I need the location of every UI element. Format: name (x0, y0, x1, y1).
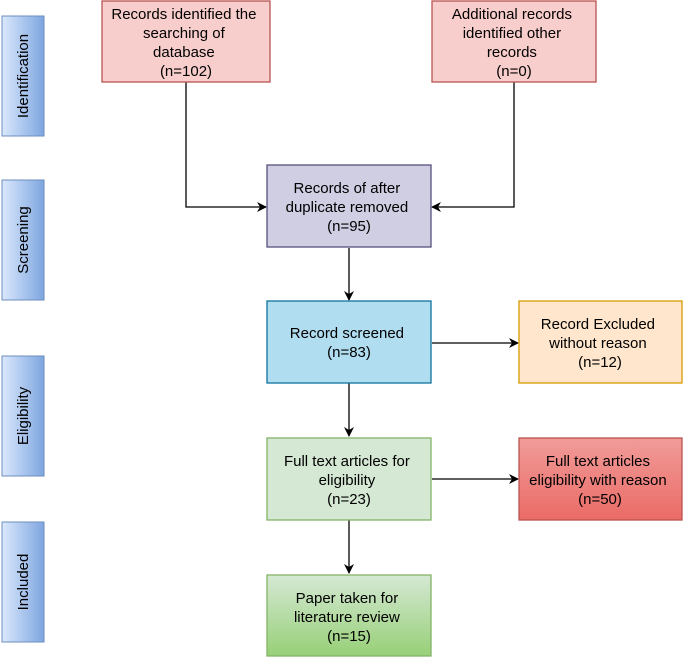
svg-text:Additional records ident: Additional records identified other reco… (452, 6, 576, 80)
svg-text:Full text articles for e: Full text articles for eligibility (n=23… (284, 453, 414, 508)
box-frame (518, 437, 683, 521)
box-records-other: Additional records identified other reco… (431, 0, 597, 83)
box-frame (266, 437, 432, 521)
connectors (185, 82, 519, 574)
box-full-text-excluded: Full text articles eligibility with reas… (518, 437, 683, 521)
box-line: literature review (294, 609, 400, 626)
stage-bar (1, 179, 45, 301)
stage-bar (1, 355, 45, 477)
box-frame (266, 574, 432, 657)
box-frame (266, 300, 432, 384)
box-line: records (487, 44, 537, 61)
box-screened: Record screened (n=83) (266, 300, 432, 384)
box-line: searching of (143, 25, 226, 42)
box-line: Additional records (452, 6, 572, 23)
box-line: Full text articles (546, 453, 650, 470)
arrow-database-to-duplicates (185, 82, 267, 212)
stage-identification: Identification (1, 15, 45, 137)
box-line: Full text articles for (284, 453, 410, 470)
box-excluded: Record Excluded without reason (n=12) (518, 300, 683, 384)
box-line: Record Excluded (541, 316, 655, 333)
stage-label-included: Included (15, 554, 32, 611)
stage-label-screening: Screening (15, 206, 32, 274)
svg-text:Record Excluded without: Record Excluded without reason (n=12) (541, 316, 659, 371)
box-line: Records identified the (111, 6, 256, 23)
box-records-database: Records identified the searching of data… (101, 0, 271, 83)
box-line: (n=23) (327, 491, 371, 508)
stage-label-eligibility: Eligibility (15, 386, 32, 445)
box-line: (n=102) (160, 63, 212, 80)
box-line: identified other (463, 25, 561, 42)
box-included: Paper taken for literature review (n=15) (266, 574, 432, 657)
box-line: (n=12) (578, 354, 622, 371)
stage-eligibility: Eligibility (1, 355, 45, 477)
svg-text:Records identified the s: Records identified the searching of data… (111, 6, 260, 80)
box-line: database (153, 44, 215, 61)
svg-text:Records of after duplica: Records of after duplicate removed (n=95… (286, 180, 413, 235)
box-line: duplicate removed (286, 199, 409, 216)
box-frame (431, 0, 597, 83)
box-duplicates-removed: Records of after duplicate removed (n=95… (266, 164, 432, 248)
stage-bar (1, 521, 45, 643)
box-line: Records of after (294, 180, 401, 197)
box-line: without reason (548, 335, 647, 352)
svg-text:Record screened (n=83): Record screened (n=83) (290, 325, 408, 361)
box-line: Paper taken for (296, 590, 399, 607)
box-line: eligibility with reason (529, 472, 667, 489)
stage-included: Included (1, 521, 45, 643)
stage-screening: Screening (1, 179, 45, 301)
box-line: eligibility (319, 472, 376, 489)
box-frame (266, 164, 432, 248)
box-frame (518, 300, 683, 384)
box-line: (n=83) (327, 344, 371, 361)
box-full-text: Full text articles for eligibility (n=23… (266, 437, 432, 521)
box-line: (n=0) (496, 63, 531, 80)
stage-label-identification: Identification (15, 34, 32, 118)
svg-text:Paper taken for literatu: Paper taken for literature review (n=15) (294, 590, 404, 645)
box-line: Record screened (290, 325, 404, 342)
stage-bar (1, 15, 45, 137)
box-line: (n=15) (327, 628, 371, 645)
arrow-other-to-duplicates (431, 82, 515, 212)
svg-text:Full text articles eligi: Full text articles eligibility with reas… (529, 453, 671, 508)
box-line: (n=50) (578, 491, 622, 508)
box-frame (101, 0, 271, 83)
box-line: (n=95) (327, 218, 371, 235)
